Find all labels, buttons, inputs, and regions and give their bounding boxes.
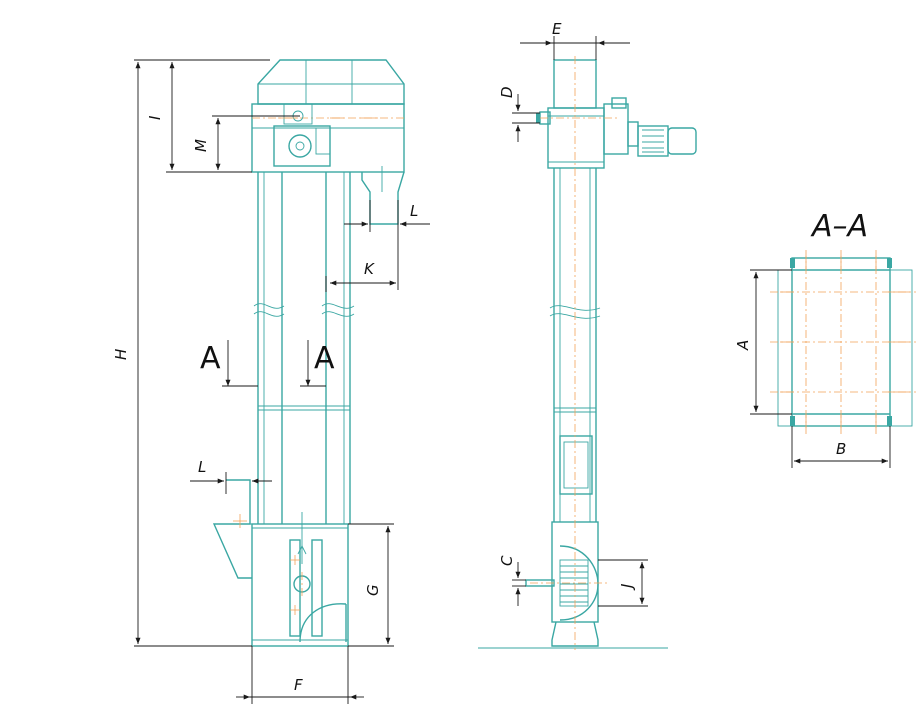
head-hood — [257, 59, 405, 105]
dimension-J: J — [618, 584, 636, 591]
boot-section — [251, 523, 349, 647]
side-view: E D C J — [478, 20, 697, 650]
dimension-G: G — [364, 584, 382, 596]
dimension-A: A — [734, 340, 752, 351]
dimension-H: H — [112, 349, 130, 360]
drive-motor — [637, 125, 669, 157]
section-outer-flange — [777, 269, 913, 427]
inspection-door — [559, 435, 593, 495]
dimension-K: K — [364, 260, 375, 278]
dimension-B: B — [836, 440, 846, 458]
dimension-I: I — [146, 115, 164, 120]
dimension-M: M — [192, 139, 210, 152]
section-title: A–A — [810, 209, 868, 244]
side-head-box — [547, 107, 605, 169]
head-box — [251, 103, 405, 173]
side-boot-pulley — [559, 545, 599, 621]
section-marker-left: A — [200, 341, 221, 376]
inlet-chute — [212, 479, 252, 579]
dimension-F: F — [294, 676, 303, 694]
side-gearbox — [603, 103, 629, 155]
dimension-L-top: L — [410, 202, 418, 220]
drive-housing — [273, 125, 331, 167]
drive-pulley — [288, 134, 312, 158]
dimension-L-bottom: L — [198, 458, 206, 476]
front-view: A A H I M L K L G — [112, 59, 430, 704]
dimension-E: E — [552, 20, 562, 38]
dimension-C: C — [498, 555, 516, 566]
dimension-D: D — [498, 86, 516, 98]
section-view: A–A A B — [734, 209, 916, 468]
section-marker-right: A — [314, 341, 335, 376]
